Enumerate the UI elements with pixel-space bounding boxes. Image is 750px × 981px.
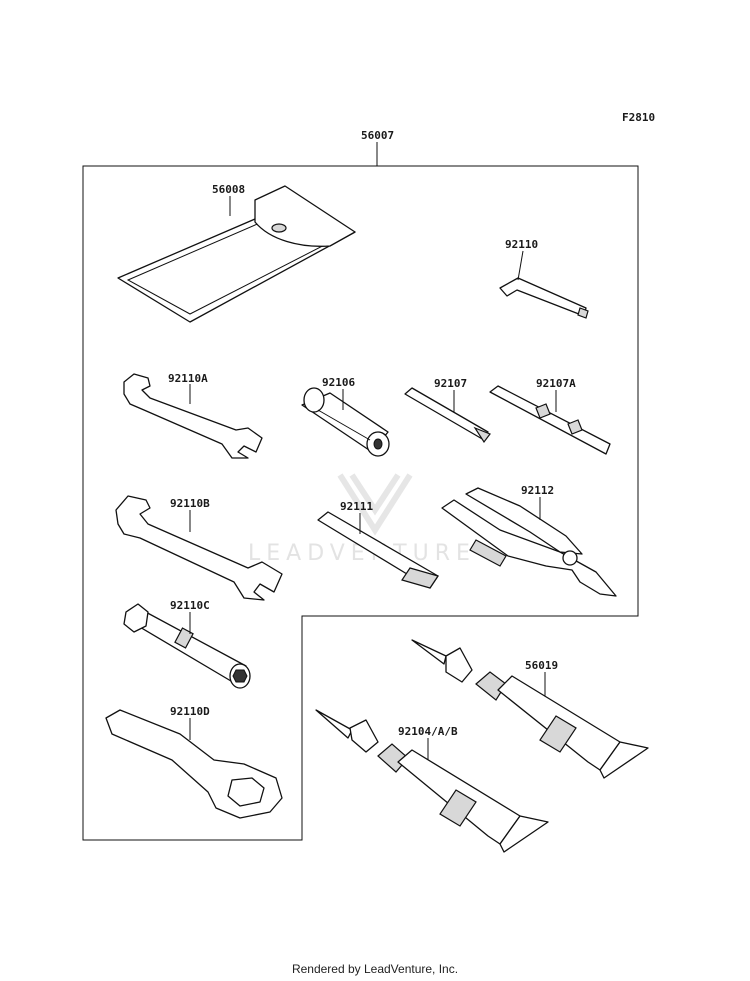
part-label-56019: 56019 (525, 659, 558, 672)
part-label-92110A: 92110A (168, 372, 208, 385)
tube-small (315, 709, 549, 853)
assembly-label: 56007 (361, 129, 394, 142)
socket-wrench (123, 603, 251, 689)
part-label-92110D: 92110D (170, 705, 210, 718)
part-label-92110B: 92110B (170, 497, 210, 510)
part-label-92111: 92111 (340, 500, 373, 513)
wrench-small (123, 373, 263, 459)
pliers (441, 487, 617, 597)
part-label-92112: 92112 (521, 484, 554, 497)
tube-large (411, 639, 649, 779)
part-label-92110: 92110 (505, 238, 538, 251)
wrench-large (115, 495, 283, 601)
part-label-92106: 92106 (322, 376, 355, 389)
part-label-56008: 56008 (212, 183, 245, 196)
handle (301, 387, 390, 457)
diagram-code: F2810 (622, 111, 655, 124)
screwdriver-double (489, 385, 611, 455)
assembly-frame (82, 165, 639, 841)
screwdriver (404, 387, 491, 444)
hex-key (499, 277, 589, 319)
watermark-logo: LEADVENTURE (248, 473, 470, 566)
part-label-92110C: 92110C (170, 599, 210, 612)
ring-wrench (105, 709, 283, 819)
part-label-92104: 92104/A/B (398, 725, 458, 738)
part-label-92107: 92107 (434, 377, 467, 390)
tool-pouch (117, 185, 356, 323)
part-label-92107A: 92107A (536, 377, 576, 390)
footer-credit: Rendered by LeadVenture, Inc. (291, 962, 459, 976)
extension-bar (317, 511, 439, 589)
